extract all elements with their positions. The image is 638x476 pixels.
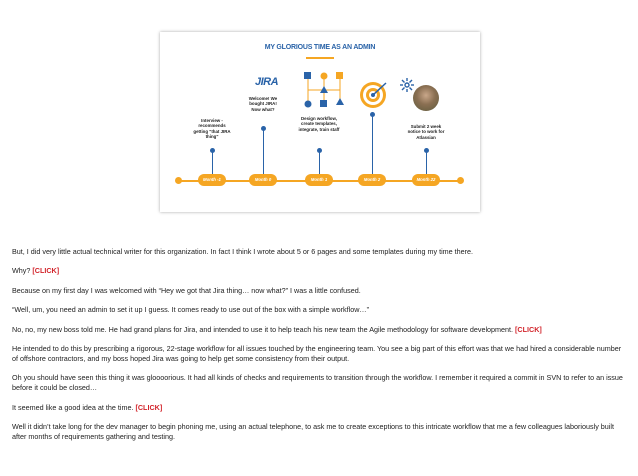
- slide-title: MY GLORIOUS TIME AS AN ADMIN: [264, 44, 376, 51]
- notes-text: It seemed like a good idea at the time.: [12, 402, 134, 412]
- slide-image: MY GLORIOUS TIME AS AN ADMIN JIRA: [160, 32, 480, 212]
- notes-text: Why?: [12, 266, 31, 276]
- milestone-caption: Submit 2 week notice to work for Atlassi…: [407, 124, 445, 140]
- milestone-stem: [210, 148, 215, 174]
- notes-text: No, no, my new boss told me. He had gran…: [12, 324, 514, 334]
- workflow-diagram-icon: [304, 72, 344, 108]
- notes-paragraph: It seemed like a good idea at the time. …: [12, 403, 628, 413]
- notes-paragraph: He intended to do this by prescribing a …: [12, 343, 622, 363]
- notes-paragraph: Why? [CLICK]: [12, 266, 628, 276]
- notes-paragraph: Because on my first day I was welcomed w…: [12, 285, 361, 295]
- milestone-caption: Interview - recommends getting "that JIR…: [193, 118, 231, 140]
- milestone-pill: Month 22: [412, 174, 440, 186]
- jira-logo-text: JIRA: [255, 76, 279, 88]
- milestone-caption: Design workflow, create templates, integ…: [298, 116, 340, 132]
- milestone-pill: Month 2: [358, 174, 386, 186]
- click-cue: [CLICK]: [32, 266, 60, 276]
- milestone-stem: [424, 148, 429, 174]
- notes-paragraph: “Well, um, you need an admin to set it u…: [12, 305, 370, 315]
- avatar: [413, 85, 439, 111]
- notes-paragraph: But, I did very little actual technical …: [12, 247, 474, 256]
- timeline-start-dot: [175, 177, 182, 184]
- milestone-stem: [261, 126, 266, 174]
- milestone-pill: Month -1: [198, 174, 226, 186]
- speaker-notes: But, I did very little actual technical …: [12, 247, 628, 452]
- title-underline: [306, 57, 334, 59]
- timeline-end-dot: [457, 177, 464, 184]
- click-cue: [CLICK]: [515, 324, 542, 334]
- target-icon: [360, 82, 387, 108]
- notes-paragraph: Oh you should have seen this thing it wa…: [12, 373, 623, 393]
- milestone-pill: Month 0: [249, 174, 277, 186]
- milestone-pill: Month 1: [305, 174, 333, 186]
- notes-paragraph: Well it didn’t take long for the dev man…: [12, 422, 614, 442]
- milestone-caption: Welcome! We bought JIRA! Now what?: [248, 96, 278, 112]
- jira-logo-icon: [400, 78, 414, 92]
- click-cue: [CLICK]: [135, 402, 163, 412]
- milestone-stem: [370, 112, 375, 174]
- notes-paragraph: No, no, my new boss told me. He had gran…: [12, 325, 628, 335]
- milestone-stem: [317, 148, 322, 174]
